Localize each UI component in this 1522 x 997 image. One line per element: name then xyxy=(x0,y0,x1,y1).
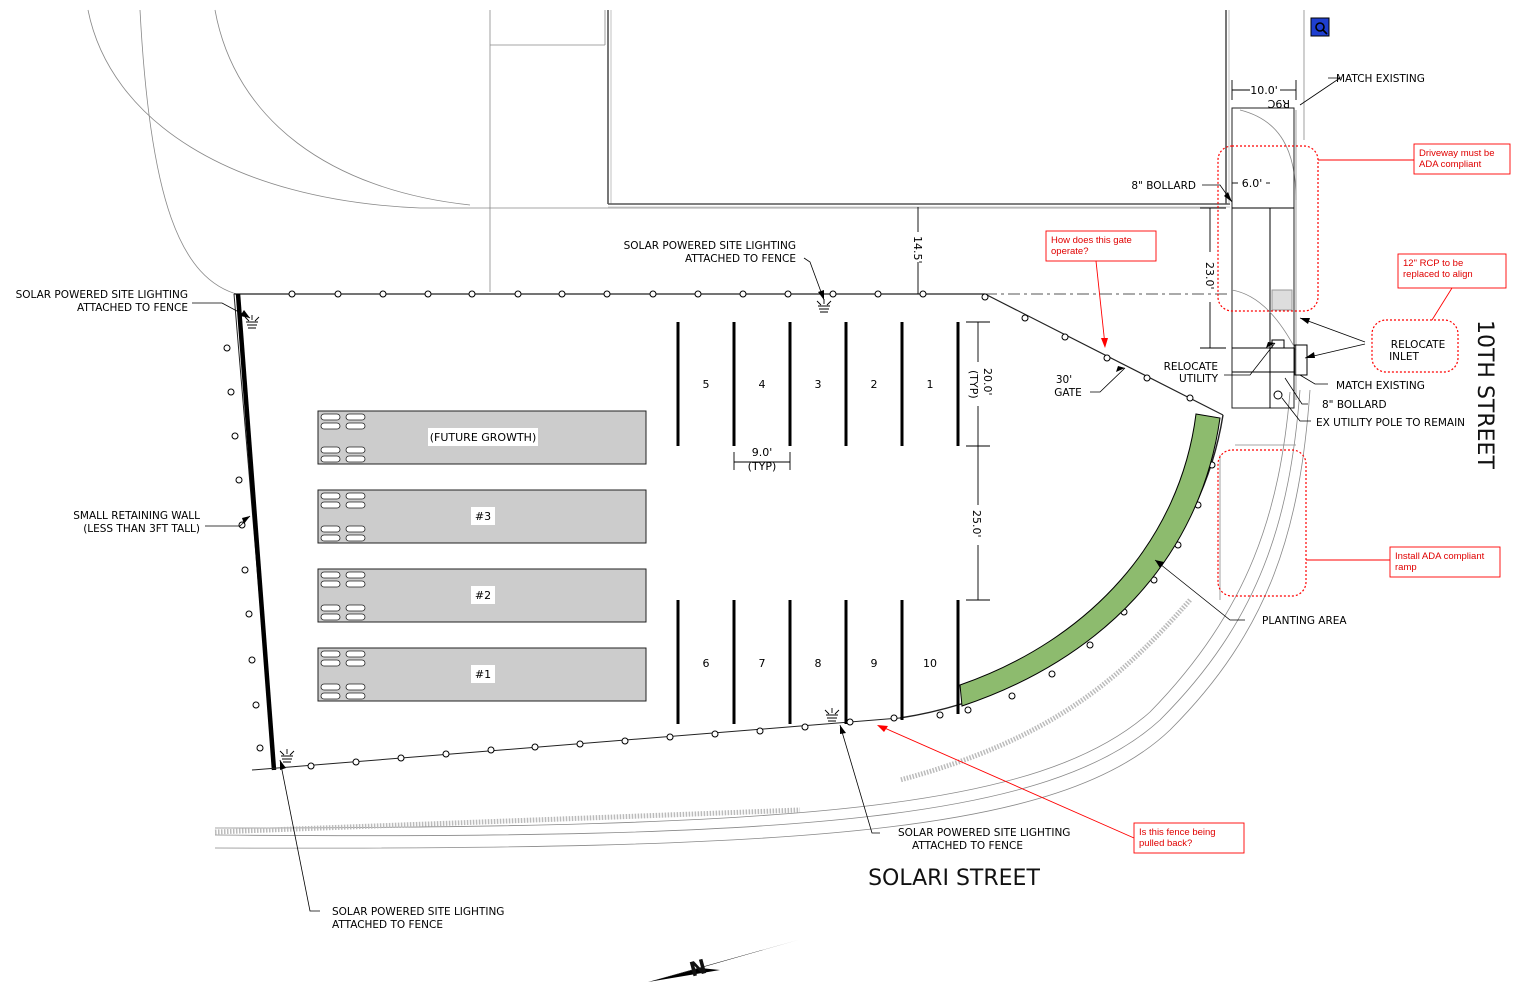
stall-1: 1 xyxy=(927,378,934,391)
label-match-mid: MATCH EXISTING xyxy=(1336,380,1425,392)
cloud-driveway xyxy=(1217,145,1319,312)
label-wall-1: SMALL RETAINING WALL xyxy=(73,510,200,522)
dim-10: 10.0' xyxy=(1250,84,1278,97)
stall-numbers: 5 4 3 2 1 6 7 8 9 10 xyxy=(703,378,938,670)
equipment-pads: (FUTURE GROWTH) #3 #2 #1 xyxy=(317,410,647,702)
light-icon-bottom-left xyxy=(279,749,295,763)
label-light-bottom-mid-2: ATTACHED TO FENCE xyxy=(912,840,1023,852)
stall-7: 7 xyxy=(759,657,766,670)
cloud-ramp xyxy=(1217,449,1307,597)
label-planting: PLANTING AREA xyxy=(1262,615,1347,627)
comment-ramp-2: ramp xyxy=(1395,562,1417,573)
label-light-left-1: SOLAR POWERED SITE LIGHTING xyxy=(16,289,188,301)
light-icon-bottom-mid xyxy=(824,708,840,722)
label-light-bottom-left-1: SOLAR POWERED SITE LIGHTING xyxy=(332,906,504,918)
label-gate-2: GATE xyxy=(1054,387,1082,399)
light-fixture-icons xyxy=(244,299,840,763)
parking-stripes xyxy=(676,322,960,724)
comment-fence xyxy=(1133,822,1245,854)
label-relocate-inlet-1: RELOCATE xyxy=(1391,339,1445,351)
comment-rcp-1: 12" RCP to be xyxy=(1403,258,1463,269)
dim-25: 25.0' xyxy=(970,510,983,538)
comment-rcp-2: replaced to align xyxy=(1403,269,1473,280)
dim-9-typ: (TYP) xyxy=(748,460,777,473)
dimension-lines xyxy=(733,80,1297,601)
pad-label-future-growth: (FUTURE GROWTH) xyxy=(430,431,537,444)
comment-gate-2: operate? xyxy=(1051,246,1089,257)
cloud-relocate-inlet xyxy=(1371,319,1459,373)
comment-driveway-2: ADA compliant xyxy=(1419,159,1482,170)
annotation-labels: SOLAR POWERED SITE LIGHTING ATTACHED TO … xyxy=(16,73,1465,931)
comment-gate xyxy=(1045,230,1157,262)
label-light-left-2: ATTACHED TO FENCE xyxy=(77,302,188,314)
label-gate-1: 30' xyxy=(1056,374,1072,386)
stall-4: 4 xyxy=(759,378,766,391)
light-icon-top xyxy=(816,299,832,313)
sign-code-r9c: R9C xyxy=(1267,97,1290,110)
stall-6: 6 xyxy=(703,657,710,670)
dim-23: 23.0' xyxy=(1203,262,1216,290)
pad-label-1: #1 xyxy=(475,668,491,681)
comment-gate-1: How does this gate xyxy=(1051,235,1132,246)
street-10th: 10TH STREET xyxy=(1472,320,1497,469)
label-ex-pole: EX UTILITY POLE TO REMAIN xyxy=(1316,417,1465,429)
label-match-top: MATCH EXISTING xyxy=(1336,73,1425,85)
label-bollard-top: 8" BOLLARD xyxy=(1131,180,1196,192)
label-light-bottom-left-2: ATTACHED TO FENCE xyxy=(332,919,443,931)
dim-20: 20.0' xyxy=(981,368,994,396)
markup-badge-icon[interactable] xyxy=(1310,17,1330,37)
label-relocate-utility-1: RELOCATE xyxy=(1164,361,1218,373)
fence-posts xyxy=(223,290,1283,770)
stall-5: 5 xyxy=(703,378,710,391)
comment-fence-1: Is this fence being xyxy=(1139,827,1216,838)
dim-9: 9.0' xyxy=(752,446,773,459)
review-markups: Driveway must be ADA compliant How does … xyxy=(877,143,1511,854)
label-relocate-inlet-2: INLET xyxy=(1389,351,1419,363)
dim-20-typ: (TYP) xyxy=(967,370,980,399)
stall-2: 2 xyxy=(871,378,878,391)
existing-linework xyxy=(87,9,1311,849)
comment-ramp xyxy=(1389,546,1501,578)
label-light-top-2: ATTACHED TO FENCE xyxy=(685,253,796,265)
comment-driveway-1: Driveway must be xyxy=(1419,148,1495,159)
label-relocate-utility-2: UTILITY xyxy=(1179,373,1219,385)
label-light-top-1: SOLAR POWERED SITE LIGHTING xyxy=(624,240,796,252)
north-arrow-letter: N xyxy=(687,954,709,982)
stall-10: 10 xyxy=(923,657,937,670)
leader-lines xyxy=(192,77,1366,912)
comment-fence-2: pulled back? xyxy=(1139,838,1192,849)
light-icon-left xyxy=(244,315,260,329)
planting-area xyxy=(959,413,1221,707)
dim-14-5: 14.5' xyxy=(911,236,924,264)
label-wall-2: (LESS THAN 3FT TALL) xyxy=(83,523,200,535)
leader-arrowheads xyxy=(240,192,1315,770)
north-arrow: N xyxy=(648,940,798,982)
comment-ramp-1: Install ADA compliant xyxy=(1395,551,1485,562)
dimension-labels: 20.0' (TYP) 25.0' 9.0' (TYP) 14.5' 23.0'… xyxy=(748,84,1290,538)
pad-label-2: #2 xyxy=(475,589,491,602)
label-light-bottom-mid-1: SOLAR POWERED SITE LIGHTING xyxy=(898,827,1070,839)
dim-6: 6.0' xyxy=(1242,177,1263,190)
label-bollard-bottom: 8" BOLLARD xyxy=(1322,399,1387,411)
street-solari: SOLARI STREET xyxy=(868,866,1040,891)
pad-label-3: #3 xyxy=(475,510,491,523)
comment-driveway xyxy=(1413,143,1511,175)
stall-8: 8 xyxy=(815,657,822,670)
stall-3: 3 xyxy=(815,378,822,391)
stall-9: 9 xyxy=(871,657,878,670)
